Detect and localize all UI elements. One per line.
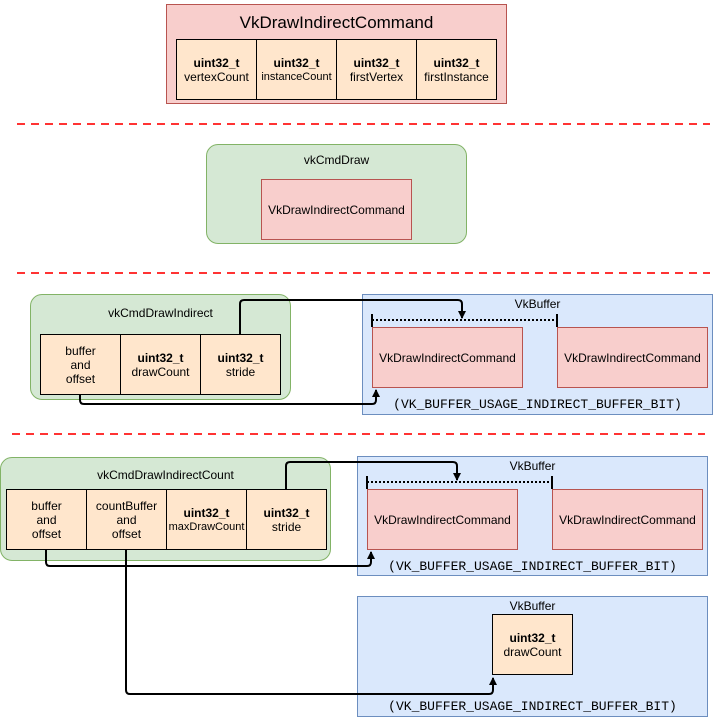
struct-title: VkDrawIndirectCommand bbox=[239, 13, 434, 32]
count-buffer-command-2: VkDrawIndirectCommand bbox=[552, 489, 703, 550]
count-buffer-usage: (VK_BUFFER_USAGE_INDIRECT_BUFFER_BIT) bbox=[388, 559, 677, 574]
draw-inner-command: VkDrawIndirectCommand bbox=[261, 179, 412, 240]
indirect-buffer-title: VkBuffer bbox=[514, 297, 561, 311]
indirect-buffer-usage: (VK_BUFFER_USAGE_INDIRECT_BUFFER_BIT) bbox=[393, 397, 682, 412]
count-buffer-title: VkBuffer bbox=[509, 459, 556, 473]
count-field-count-buffer-offset: countBuffer and offset bbox=[86, 489, 167, 550]
draw-count-buffer-usage: (VK_BUFFER_USAGE_INDIRECT_BUFFER_BIT) bbox=[388, 699, 677, 714]
indirect-buffer-command-2: VkDrawIndirectCommand bbox=[557, 327, 708, 388]
vk-cmd-draw-indirect-count-title: vkCmdDrawIndirectCount bbox=[97, 468, 234, 482]
indirect-buffer-command-1: VkDrawIndirectCommand bbox=[372, 327, 523, 388]
vk-cmd-draw-indirect-title: vkCmdDrawIndirect bbox=[108, 306, 213, 320]
count-buffer-command-1: VkDrawIndirectCommand bbox=[367, 489, 518, 550]
count-field-buffer-offset: buffer and offset bbox=[6, 489, 87, 550]
indirect-field-buffer-offset: buffer and offset bbox=[40, 334, 121, 395]
vk-cmd-draw-title: vkCmdDraw bbox=[303, 153, 370, 167]
draw-count-buffer-title: VkBuffer bbox=[509, 599, 556, 613]
